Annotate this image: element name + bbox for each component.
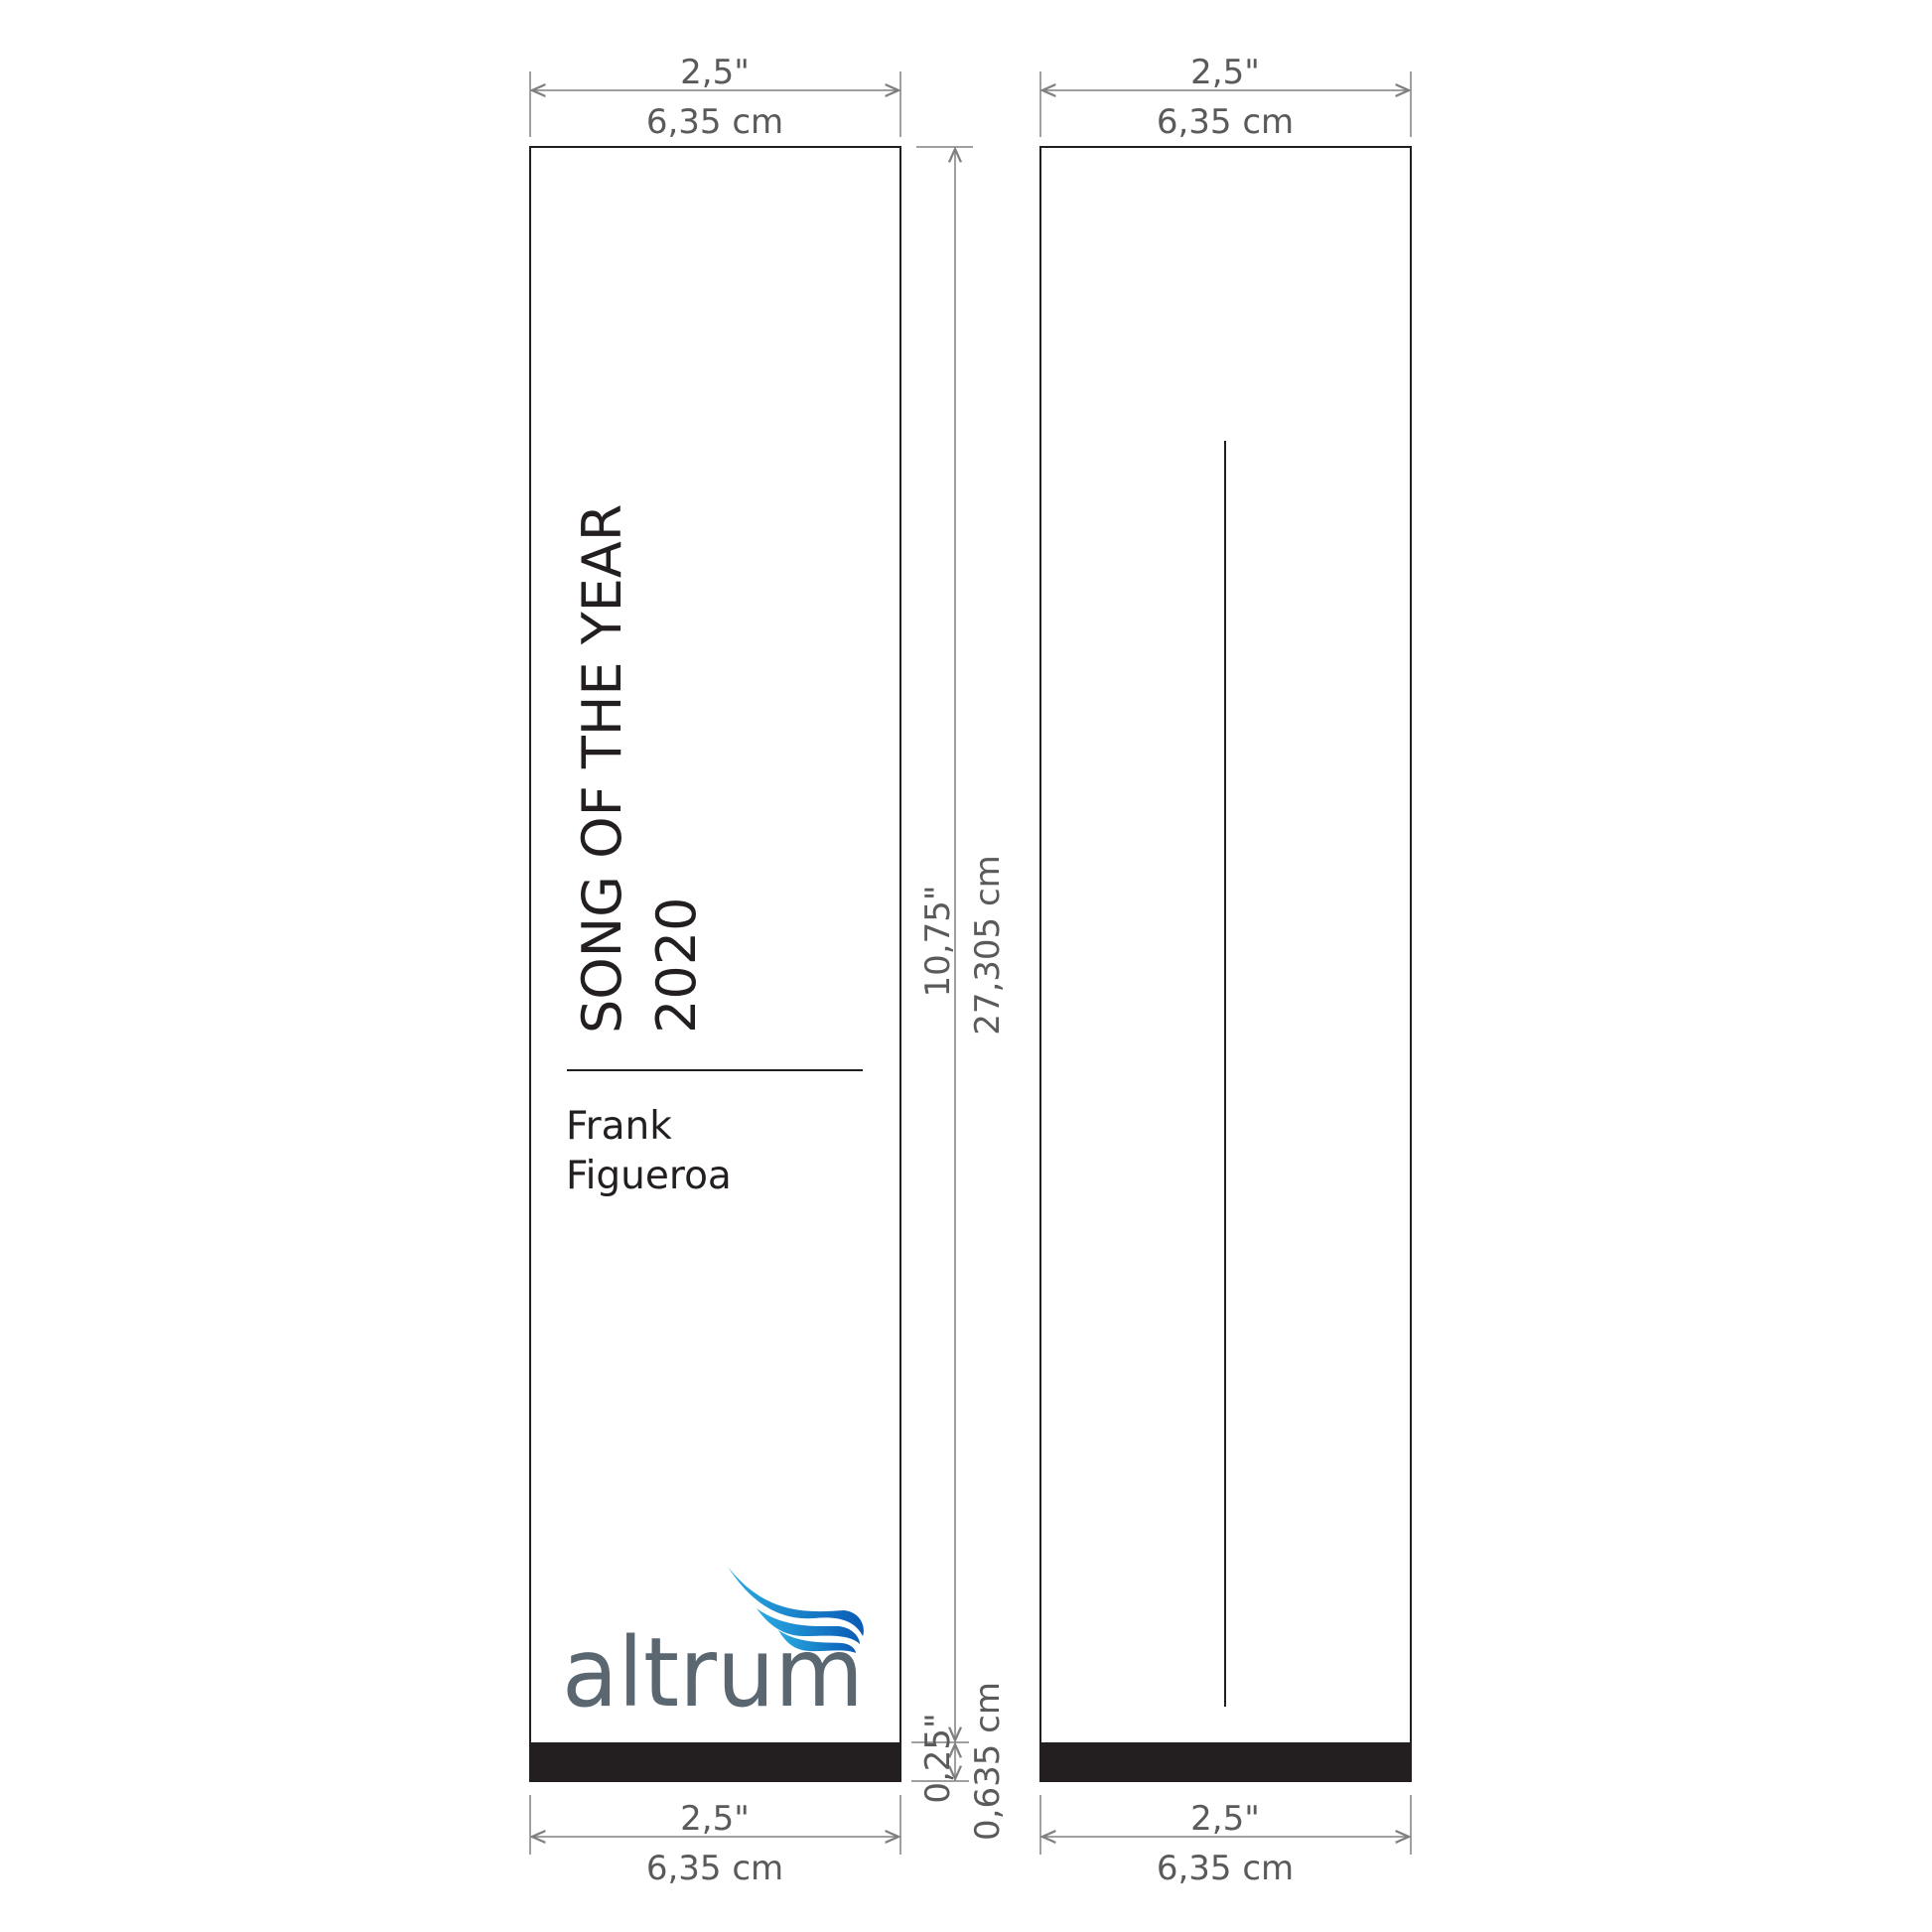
band-cm-label: 0,635 cm [968,1682,1008,1841]
top-dimension-left: 2,5" 6,35 cm [529,53,901,142]
height-inches-label: 10,75" [918,886,958,998]
width-inches-label: 2,5" [680,53,750,92]
width-inches-label: 2,5" [1190,1799,1260,1839]
back-bottom-band [1040,1742,1411,1781]
width-cm-label: 6,35 cm [1157,1849,1294,1888]
top-dimension-right: 2,5" 6,35 cm [1039,53,1412,142]
logo-wave-icon [757,1608,860,1644]
bottom-dimension-right: 2,5" 6,35 cm [1039,1795,1412,1888]
width-cm-label: 6,35 cm [646,1849,783,1888]
height-dimension: 10,75" 27,305 cm [916,146,1008,1740]
back-panel [1039,146,1412,1782]
recipient-first-name: Frank [566,1104,672,1149]
front-panel-outline [529,146,901,1782]
band-dimension: 0,25" 0,635 cm [911,1682,1008,1841]
front-bottom-band [530,1742,900,1781]
width-inches-label: 2,5" [1190,53,1260,92]
recipient-last-name: Figueroa [566,1154,732,1198]
award-year: 2020 [645,897,708,1034]
width-inches-label: 2,5" [680,1799,750,1839]
front-panel: SONG OF THE YEAR 2020 Frank Figueroa alt… [529,146,901,1782]
width-cm-label: 6,35 cm [646,102,783,142]
width-cm-label: 6,35 cm [1157,102,1294,142]
bottom-dimension-left: 2,5" 6,35 cm [529,1795,901,1888]
award-title: SONG OF THE YEAR [571,504,633,1034]
logo-wordmark: altrum [562,1617,864,1728]
logo-wave-icon [778,1630,856,1653]
height-cm-label: 27,305 cm [968,855,1008,1035]
altrum-logo: altrum [562,1567,864,1728]
band-inches-label: 0,25" [918,1713,958,1803]
